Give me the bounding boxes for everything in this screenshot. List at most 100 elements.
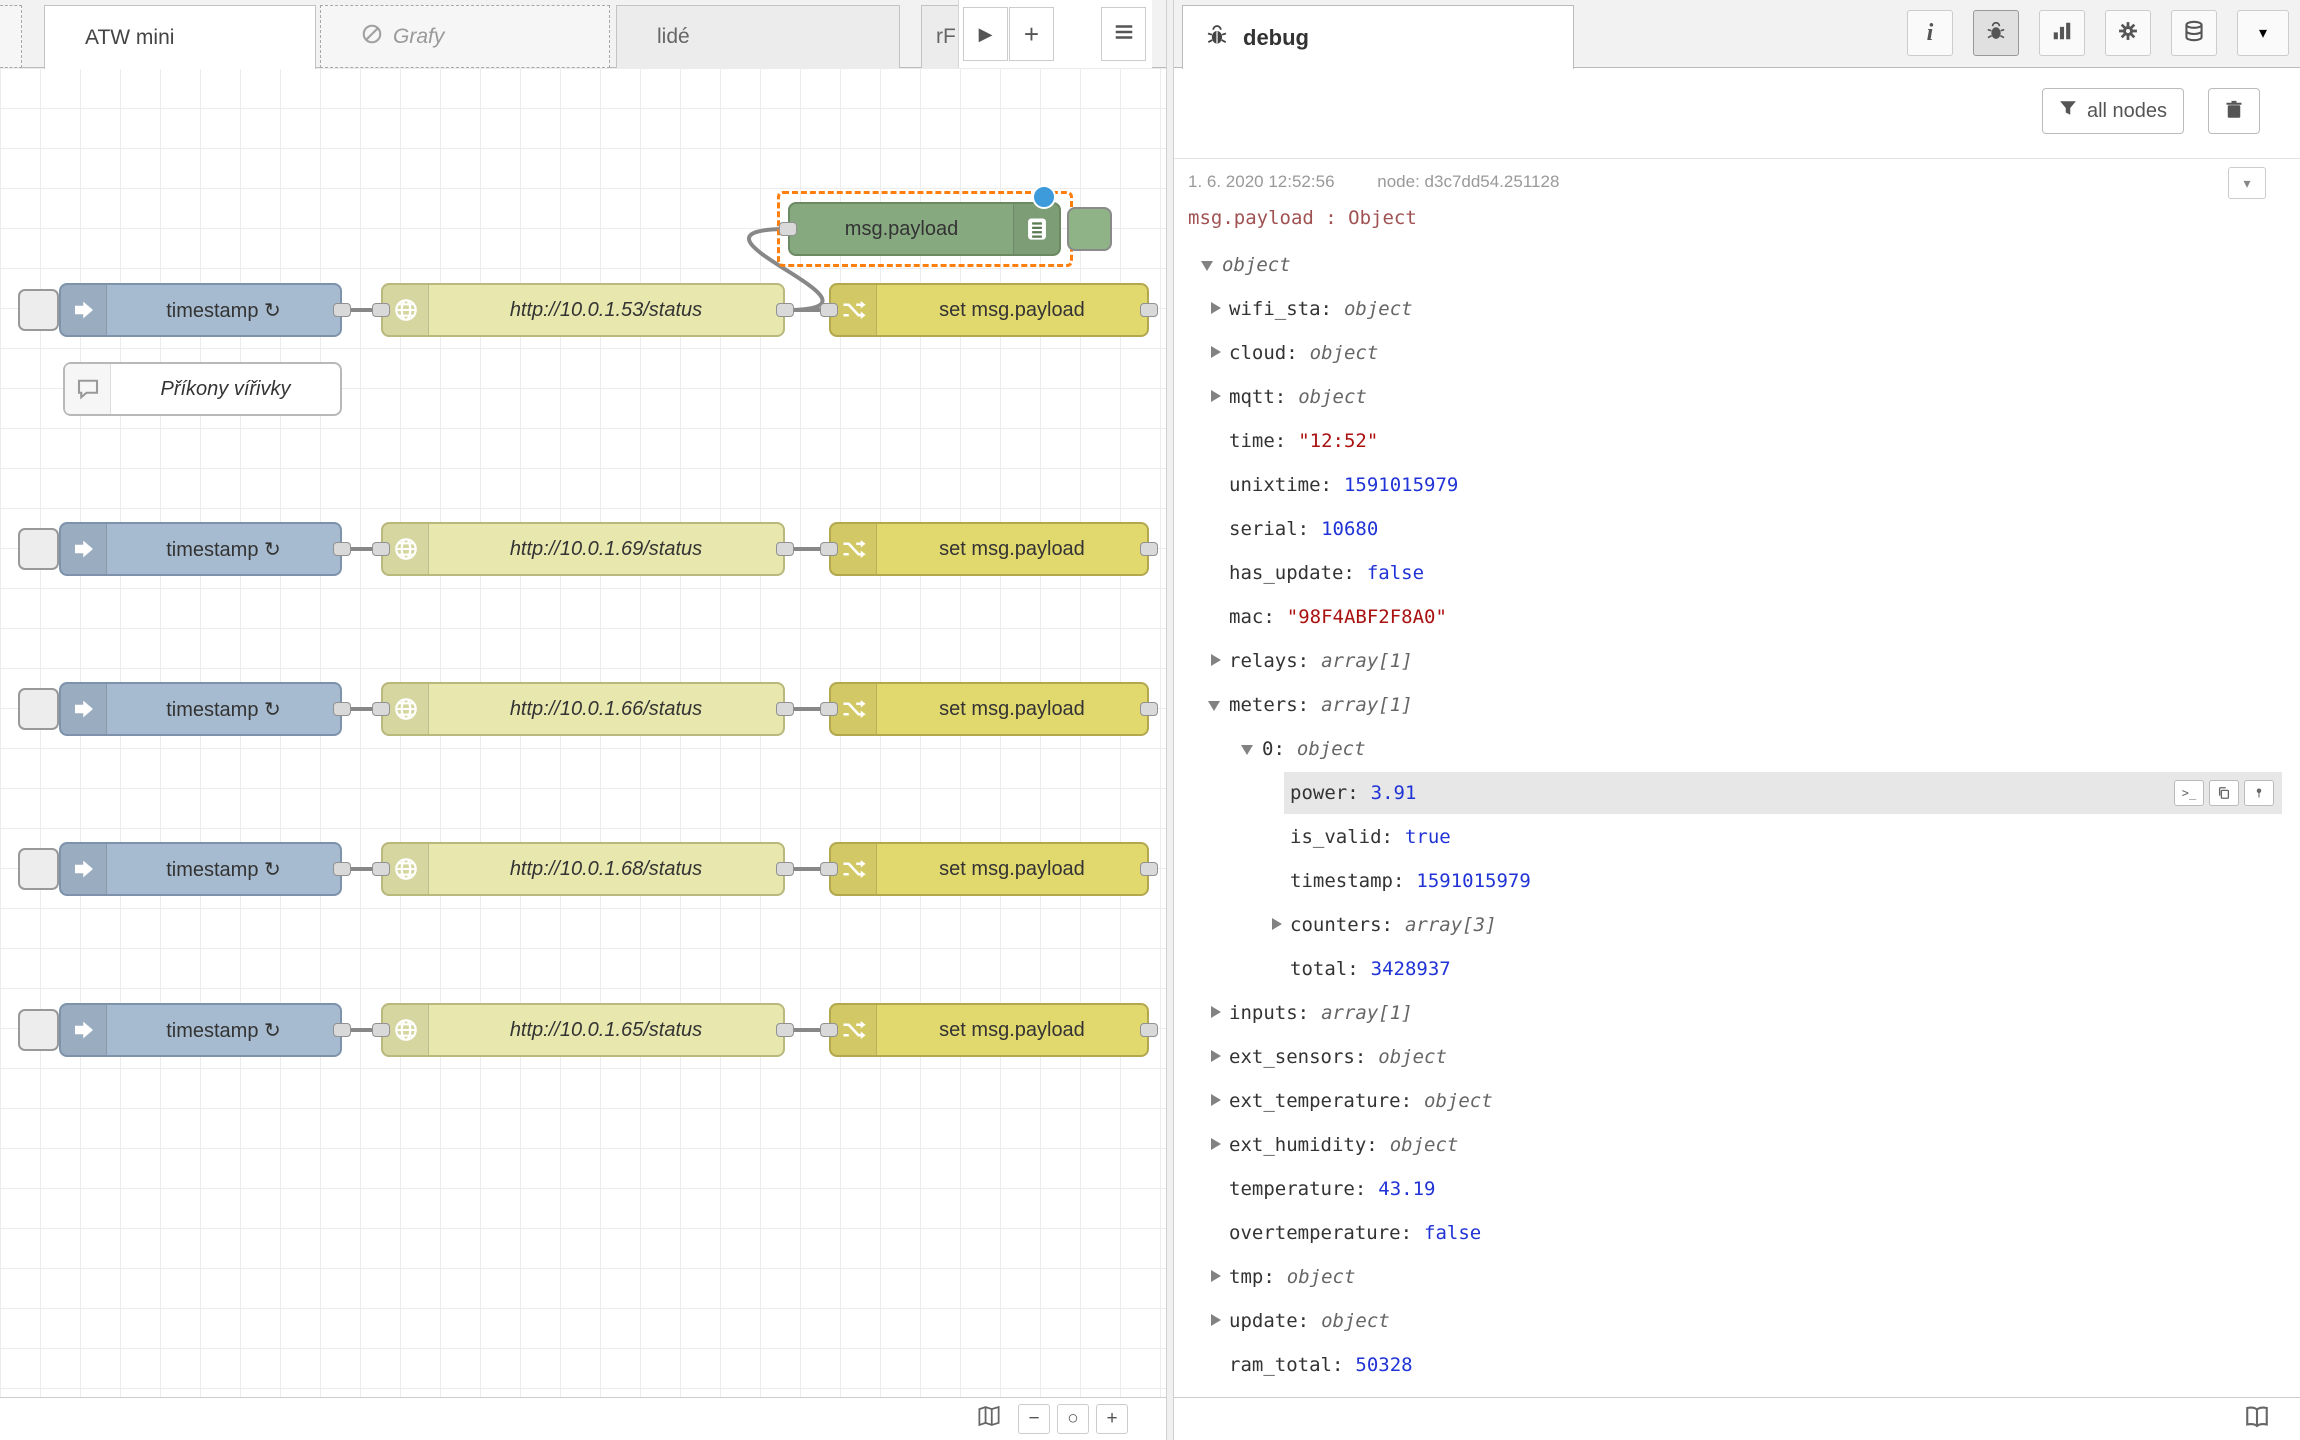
comment-node[interactable]: Příkony vířivky: [63, 362, 342, 416]
sidebar-resize-handle[interactable]: [1166, 0, 1174, 1440]
collapse-arrow-icon[interactable]: [1200, 243, 1222, 287]
debug-tree-row[interactable]: relays:array[1]: [1174, 639, 2300, 683]
collapse-arrow-icon[interactable]: [1207, 683, 1229, 727]
flow-tab-partial[interactable]: [0, 5, 22, 68]
node-port[interactable]: [820, 303, 838, 317]
node-port[interactable]: [776, 303, 794, 317]
node-port[interactable]: [776, 1023, 794, 1037]
node-port[interactable]: [1140, 303, 1158, 317]
flow-tab-grafy[interactable]: Grafy: [320, 5, 610, 68]
change-node[interactable]: set msg.payload: [829, 682, 1149, 736]
context-data-tab-button[interactable]: [2171, 10, 2217, 56]
debug-filter-button[interactable]: all nodes: [2042, 88, 2184, 134]
debug-tree-row[interactable]: mqtt:object: [1174, 375, 2300, 419]
node-port[interactable]: [1140, 702, 1158, 716]
inject-node[interactable]: timestamp ↻: [59, 682, 342, 736]
node-port[interactable]: [820, 1023, 838, 1037]
node-port[interactable]: [820, 862, 838, 876]
debug-tree-row[interactable]: power:3.91>_: [1174, 771, 2300, 815]
expand-arrow-icon[interactable]: [1207, 1255, 1229, 1299]
sidebar-menu-button[interactable]: ▾: [2237, 10, 2289, 56]
http-request-node[interactable]: http://10.0.1.65/status: [381, 1003, 785, 1057]
sidebar-tab-debug[interactable]: debug: [1182, 5, 1574, 69]
debug-tree-row[interactable]: cloud:object: [1174, 331, 2300, 375]
debug-tree-row[interactable]: ext_temperature:object: [1174, 1079, 2300, 1123]
debug-tree-row[interactable]: ram_total:50328: [1174, 1343, 2300, 1387]
expand-arrow-icon[interactable]: [1207, 1299, 1229, 1343]
node-port[interactable]: [1140, 862, 1158, 876]
expand-arrow-icon[interactable]: [1268, 903, 1290, 947]
open-docs-button[interactable]: [2236, 1403, 2278, 1435]
flow-tab-lide[interactable]: lidé: [616, 5, 900, 68]
flow-list-button[interactable]: [1101, 7, 1146, 61]
clear-messages-button[interactable]: [2208, 88, 2260, 134]
inject-node[interactable]: timestamp ↻: [59, 842, 342, 896]
debug-tree-row[interactable]: overtemperature:false: [1174, 1211, 2300, 1255]
debug-tree-row[interactable]: meters:array[1]: [1174, 683, 2300, 727]
node-port[interactable]: [372, 702, 390, 716]
change-node[interactable]: set msg.payload: [829, 283, 1149, 337]
inject-node[interactable]: timestamp ↻: [59, 1003, 342, 1057]
inject-button[interactable]: [18, 289, 59, 331]
expand-arrow-icon[interactable]: [1207, 1079, 1229, 1123]
expand-arrow-icon[interactable]: [1207, 331, 1229, 375]
debug-tree-row[interactable]: temperature:43.19: [1174, 1167, 2300, 1211]
zoom-out-button[interactable]: −: [1018, 1404, 1050, 1434]
node-port[interactable]: [333, 1023, 351, 1037]
node-port[interactable]: [372, 1023, 390, 1037]
expand-arrow-icon[interactable]: [1207, 287, 1229, 331]
node-port[interactable]: [333, 542, 351, 556]
http-request-node[interactable]: http://10.0.1.53/status: [381, 283, 785, 337]
debug-tree-row[interactable]: mac:"98F4ABF2F8A0": [1174, 595, 2300, 639]
node-port[interactable]: [776, 542, 794, 556]
node-port[interactable]: [776, 862, 794, 876]
node-port[interactable]: [820, 702, 838, 716]
debug-tree-row[interactable]: wifi_sta:object: [1174, 287, 2300, 331]
expand-arrow-icon[interactable]: [1207, 1035, 1229, 1079]
change-node[interactable]: set msg.payload: [829, 1003, 1149, 1057]
inject-button[interactable]: [18, 848, 59, 890]
expand-arrow-icon[interactable]: [1207, 375, 1229, 419]
pin-button[interactable]: [2244, 780, 2274, 806]
debug-tree-row[interactable]: inputs:array[1]: [1174, 991, 2300, 1035]
tab-scroll-right-button[interactable]: ▶: [963, 7, 1008, 61]
node-port[interactable]: [1140, 542, 1158, 556]
debug-tree-row[interactable]: time:"12:52": [1174, 419, 2300, 463]
node-port[interactable]: [333, 702, 351, 716]
copy-value-button[interactable]: [2209, 780, 2239, 806]
collapse-arrow-icon[interactable]: [1240, 727, 1262, 771]
debug-tree-row[interactable]: counters:array[3]: [1174, 903, 2300, 947]
debug-tree-row[interactable]: is_valid:true: [1174, 815, 2300, 859]
inject-button[interactable]: [18, 1009, 59, 1051]
inject-button[interactable]: [18, 688, 59, 730]
zoom-in-button[interactable]: +: [1096, 1404, 1128, 1434]
http-request-node[interactable]: http://10.0.1.66/status: [381, 682, 785, 736]
debug-tree-row[interactable]: has_update:false: [1174, 551, 2300, 595]
add-flow-button[interactable]: +: [1009, 7, 1054, 61]
node-port[interactable]: [776, 702, 794, 716]
expand-arrow-icon[interactable]: [1207, 1123, 1229, 1167]
zoom-reset-button[interactable]: ○: [1057, 1404, 1089, 1434]
http-request-node[interactable]: http://10.0.1.69/status: [381, 522, 785, 576]
debug-tree-row[interactable]: ext_sensors:object: [1174, 1035, 2300, 1079]
debug-tree-row[interactable]: serial:10680: [1174, 507, 2300, 551]
debug-tree-row[interactable]: update:object: [1174, 1299, 2300, 1343]
node-port[interactable]: [779, 222, 797, 236]
debug-tree-row[interactable]: ext_humidity:object: [1174, 1123, 2300, 1167]
http-request-node[interactable]: http://10.0.1.68/status: [381, 842, 785, 896]
debug-tree-row[interactable]: object: [1174, 243, 2300, 287]
inject-node[interactable]: timestamp ↻: [59, 283, 342, 337]
inject-node[interactable]: timestamp ↻: [59, 522, 342, 576]
flow-tab-atw-mini[interactable]: ATW mini: [44, 5, 316, 69]
node-port[interactable]: [372, 862, 390, 876]
info-tab-button[interactable]: i: [1907, 10, 1953, 56]
node-port[interactable]: [333, 862, 351, 876]
debug-node[interactable]: msg.payload: [788, 202, 1061, 256]
node-port[interactable]: [1140, 1023, 1158, 1037]
debug-tree-row[interactable]: tmp:object: [1174, 1255, 2300, 1299]
debug-tab-button[interactable]: [1973, 10, 2019, 56]
change-node[interactable]: set msg.payload: [829, 522, 1149, 576]
expand-arrow-icon[interactable]: [1207, 991, 1229, 1035]
debug-toggle-button[interactable]: [1067, 207, 1112, 251]
chart-tab-button[interactable]: [2039, 10, 2085, 56]
